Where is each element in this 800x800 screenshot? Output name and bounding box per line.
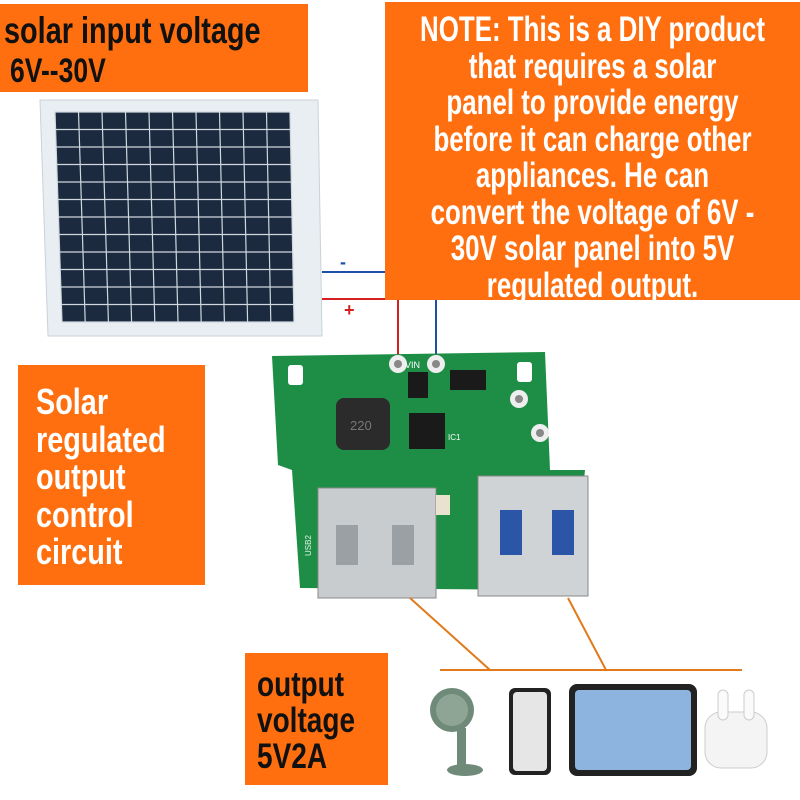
phone-icon	[509, 688, 551, 775]
note-line: appliances. He can	[475, 156, 710, 195]
note-line: regulated output.	[486, 265, 699, 305]
input-voltage-box: solar input voltage 6V--30V	[0, 4, 308, 92]
circuit-line: regulated	[36, 418, 166, 460]
inductor-label: 220	[350, 418, 372, 433]
connector-lines	[409, 597, 742, 671]
vin-label: VIN	[405, 360, 420, 370]
pcb-board: 220 VIN IC1 USB2	[272, 352, 589, 599]
note-line: panel to provide energy	[446, 83, 739, 122]
positive-sign: +	[344, 300, 355, 320]
input-voltage-title: solar input voltage	[4, 10, 261, 51]
output-line: voltage	[257, 701, 356, 740]
note-line: before it can charge other	[433, 119, 752, 159]
note-line: that requires a solar	[468, 46, 717, 86]
input-voltage-range: 6V--30V	[10, 52, 106, 90]
output-line: output	[257, 665, 345, 704]
tablet-icon	[569, 684, 697, 776]
note-box: NOTE: This is a DIY product that require…	[385, 2, 800, 303]
earbuds-icon	[704, 689, 768, 769]
solar-panel	[39, 99, 323, 337]
note-line: convert the voltage of 6V -	[430, 192, 755, 232]
circuit-line: circuit	[36, 531, 123, 572]
circuit-line: output	[36, 456, 126, 497]
circuit-line: control	[36, 493, 134, 535]
output-line: 5V2A	[257, 737, 328, 776]
fan-icon	[430, 688, 483, 776]
circuit-box: Solar regulated output control circuit	[18, 365, 205, 585]
usb2-label: USB2	[304, 535, 313, 556]
note-line: NOTE: This is a DIY product	[420, 10, 765, 49]
output-voltage-box: output voltage 5V2A	[245, 653, 388, 785]
ic1-label: IC1	[448, 433, 461, 442]
circuit-line: Solar	[36, 381, 109, 422]
negative-sign: -	[340, 252, 346, 272]
note-line: 30V solar panel into 5V	[450, 229, 735, 268]
